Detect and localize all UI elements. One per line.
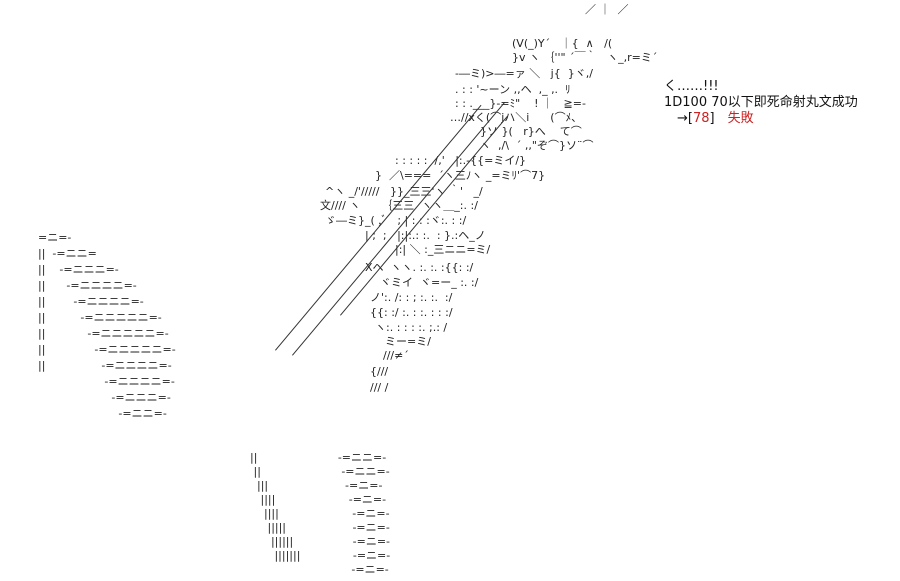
dice-value: 78 bbox=[692, 111, 710, 126]
ascii-stairs-line: || -=ニニニ=- bbox=[38, 263, 119, 276]
dice-roll-text: 1D100 70以下即死命射丸文成功 bbox=[664, 95, 858, 110]
ascii-stairs-line: -=ニ=- bbox=[250, 563, 389, 576]
ascii-stairs-line: =ニ=- bbox=[38, 231, 72, 244]
ascii-stairs-line: || -=ニニニニニ=- bbox=[38, 343, 176, 356]
ascii-figure-line: | ; ; |:|:.: :. : }.:ヘ_ノ bbox=[365, 229, 486, 242]
ascii-stairs-line: || -=ニニニニ=- bbox=[38, 279, 137, 292]
ascii-figure-line: ノ':. /: : ; :. :. :/ bbox=[370, 291, 453, 304]
ascii-figure-line: (V(_)Y´ ｜{ ∧ /( bbox=[512, 37, 613, 50]
ascii-figure-line: |:| ＼ :_三ニニ=ミ/ bbox=[395, 243, 491, 256]
ascii-figure-line: : : : : : /,' |:.-{{=ミイ/} bbox=[395, 154, 527, 167]
ascii-stairs-line: || -=ニニ=- bbox=[250, 451, 387, 464]
ascii-figure-line: . : : '~ーン ,,ヘ ,_ ,. ﾘ bbox=[455, 83, 571, 96]
ascii-figure-line: ヾミイ ヾ=ー_ :. :/ bbox=[380, 276, 479, 289]
ascii-figure-line: ///≠´ bbox=[383, 349, 409, 362]
ascii-stairs-line: -=ニニニ=- bbox=[38, 391, 171, 404]
arrow-open-text: →[ bbox=[677, 111, 693, 126]
ascii-stairs-line: || -=ニニ= bbox=[38, 247, 97, 260]
ascii-figure-line: }v ヽ ｛''" ´￣｀ ヽ_,r=ミ´ bbox=[512, 51, 658, 64]
ascii-stairs-line: || -=ニニニニ=- bbox=[38, 295, 144, 308]
ascii-figure-line: : : .___}-=ﾐ" ! ｜ ≧=- bbox=[455, 97, 586, 110]
ascii-stairs-line: |||| -=ニ=- bbox=[250, 507, 390, 520]
ascii-stairs-line: ||||||| -=ニ=- bbox=[250, 549, 391, 562]
ascii-stairs-line: -=ニニニニ=- bbox=[38, 375, 175, 388]
exclamation-text: く……!!! bbox=[664, 79, 719, 94]
ascii-figure-line: } ／\=== ´ヽ三ﾉヽ _=ミﾘ'⌒7} bbox=[375, 169, 546, 182]
dice-roll-panel: く……!!! 1D100 70以下即死命射丸文成功 →[78] 失敗 bbox=[664, 79, 894, 127]
ascii-figure-line: ヽ ,/\ ´ ,,"ぞ⌒}ソ¨⌒ bbox=[480, 139, 594, 152]
dice-result-row: →[78] 失敗 bbox=[664, 111, 894, 127]
ascii-figure-line: ゞ―ミ}_( ,ﾞ ; | : : :ヾ:. : :/ bbox=[325, 214, 467, 227]
ascii-stairs-line: |||| -=ニ=- bbox=[250, 493, 387, 506]
ascii-stairs-line: ||| -=ニ=- bbox=[250, 479, 383, 492]
ascii-figure-line: Xヘ ヽヽ. :. :. :{{: :/ bbox=[365, 261, 474, 274]
ascii-figure-line: ヽ:. : : : :. ;.: / bbox=[375, 321, 448, 334]
ascii-figure-line: /// / bbox=[370, 381, 389, 394]
ascii-figure-line: ／ ｜ ／ bbox=[585, 3, 629, 16]
ascii-figure-line: -―ミ)>―=ァ ＼ j{ }ヾ,/ bbox=[455, 67, 593, 80]
bracket-close-text: ] bbox=[709, 111, 715, 126]
ascii-stairs-line: -=ニニ=- bbox=[38, 407, 167, 420]
ascii-figure-line: {/// bbox=[370, 365, 389, 378]
ascii-figure-line: }ソ }( r}へ て⌒ bbox=[480, 125, 582, 138]
ascii-stairs-line: || -=ニニ=- bbox=[250, 465, 390, 478]
ascii-figure-line: ミー=ミ/ bbox=[385, 335, 431, 348]
ascii-stairs-line: || -=ニニニニ=- bbox=[38, 359, 172, 372]
ascii-stairs-line: || -=ニニニニニ=- bbox=[38, 311, 162, 324]
ascii-stairs-line: |||||| -=ニ=- bbox=[250, 535, 391, 548]
ascii-stairs-line: || -=ニニニニニ=- bbox=[38, 327, 169, 340]
ascii-stairs-line: ||||| -=ニ=- bbox=[250, 521, 390, 534]
ascii-figure-line: {{: :/ :. : :. : : :/ bbox=[370, 306, 453, 319]
fail-result: 失敗 bbox=[727, 111, 754, 126]
